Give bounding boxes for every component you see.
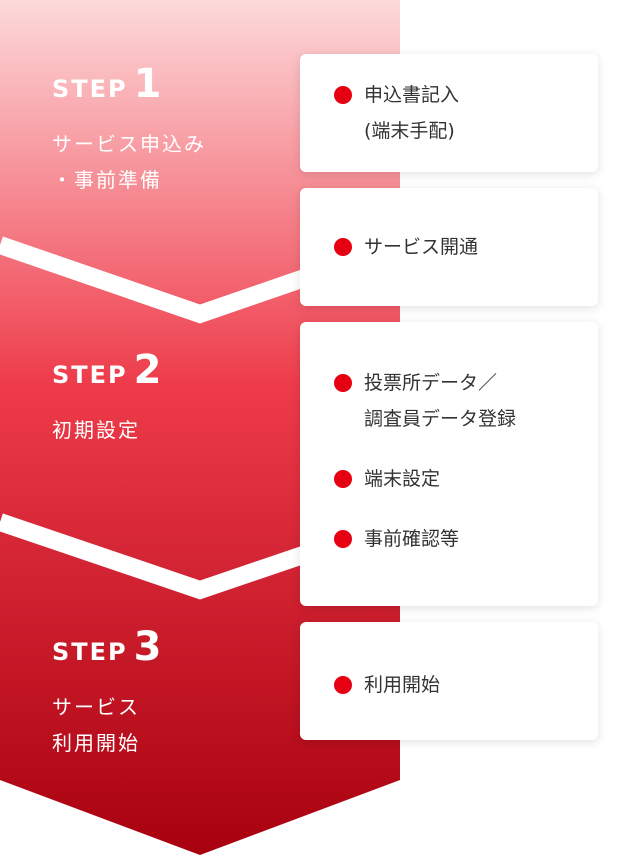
task-item: 利用開始 — [334, 667, 598, 703]
step-1-number: 1 — [133, 61, 162, 107]
step-3-number: 3 — [133, 624, 162, 670]
task-item-line-1: サービス開通 — [364, 236, 479, 258]
task-item-line-2: 調査員データ登録 — [364, 408, 517, 430]
bullet-dot-icon — [334, 86, 352, 104]
step-2-title-line-1: 初期設定 — [52, 418, 140, 442]
bullet-dot-icon — [334, 676, 352, 694]
step-1-title: サービス申込み ・事前準備 — [52, 126, 206, 198]
step-3-title: サービス 利用開始 — [52, 689, 161, 761]
bullet-dot-icon — [334, 374, 352, 392]
task-item-line-1: 利用開始 — [364, 674, 441, 696]
step-3-title-line-2: 利用開始 — [52, 731, 140, 755]
step-2-number: 2 — [133, 347, 162, 393]
step-3-title-line-1: サービス — [52, 695, 140, 719]
task-item-line-2: (端末手配) — [364, 120, 455, 142]
task-item-line-1: 端末設定 — [364, 468, 441, 490]
task-item-line-1: 投票所データ／ — [364, 372, 498, 394]
step-1-title-line-1: サービス申込み — [52, 132, 206, 156]
task-item: 事前確認等 — [334, 521, 598, 557]
task-card-1: 申込書記入 (端末手配) — [300, 54, 598, 172]
task-card-4: 利用開始 — [300, 622, 598, 740]
step-3-word: STEP — [52, 638, 128, 666]
step-2-word: STEP — [52, 361, 128, 389]
task-item-line-1: 申込書記入 — [364, 84, 460, 106]
task-item-line-1: 事前確認等 — [364, 528, 460, 550]
bullet-dot-icon — [334, 530, 352, 548]
task-card-3: 投票所データ／ 調査員データ登録 端末設定 事前確認等 — [300, 322, 598, 606]
task-item: 申込書記入 (端末手配) — [334, 77, 598, 149]
step-1-word: STEP — [52, 75, 128, 103]
task-item: サービス開通 — [334, 229, 598, 265]
task-card-2: サービス開通 — [300, 188, 598, 306]
task-item: 投票所データ／ 調査員データ登録 — [334, 365, 598, 437]
bullet-dot-icon — [334, 470, 352, 488]
task-item: 端末設定 — [334, 461, 598, 497]
step-1-title-line-2: ・事前準備 — [52, 168, 162, 192]
bullet-dot-icon — [334, 238, 352, 256]
step-2-title: 初期設定 — [52, 412, 161, 448]
